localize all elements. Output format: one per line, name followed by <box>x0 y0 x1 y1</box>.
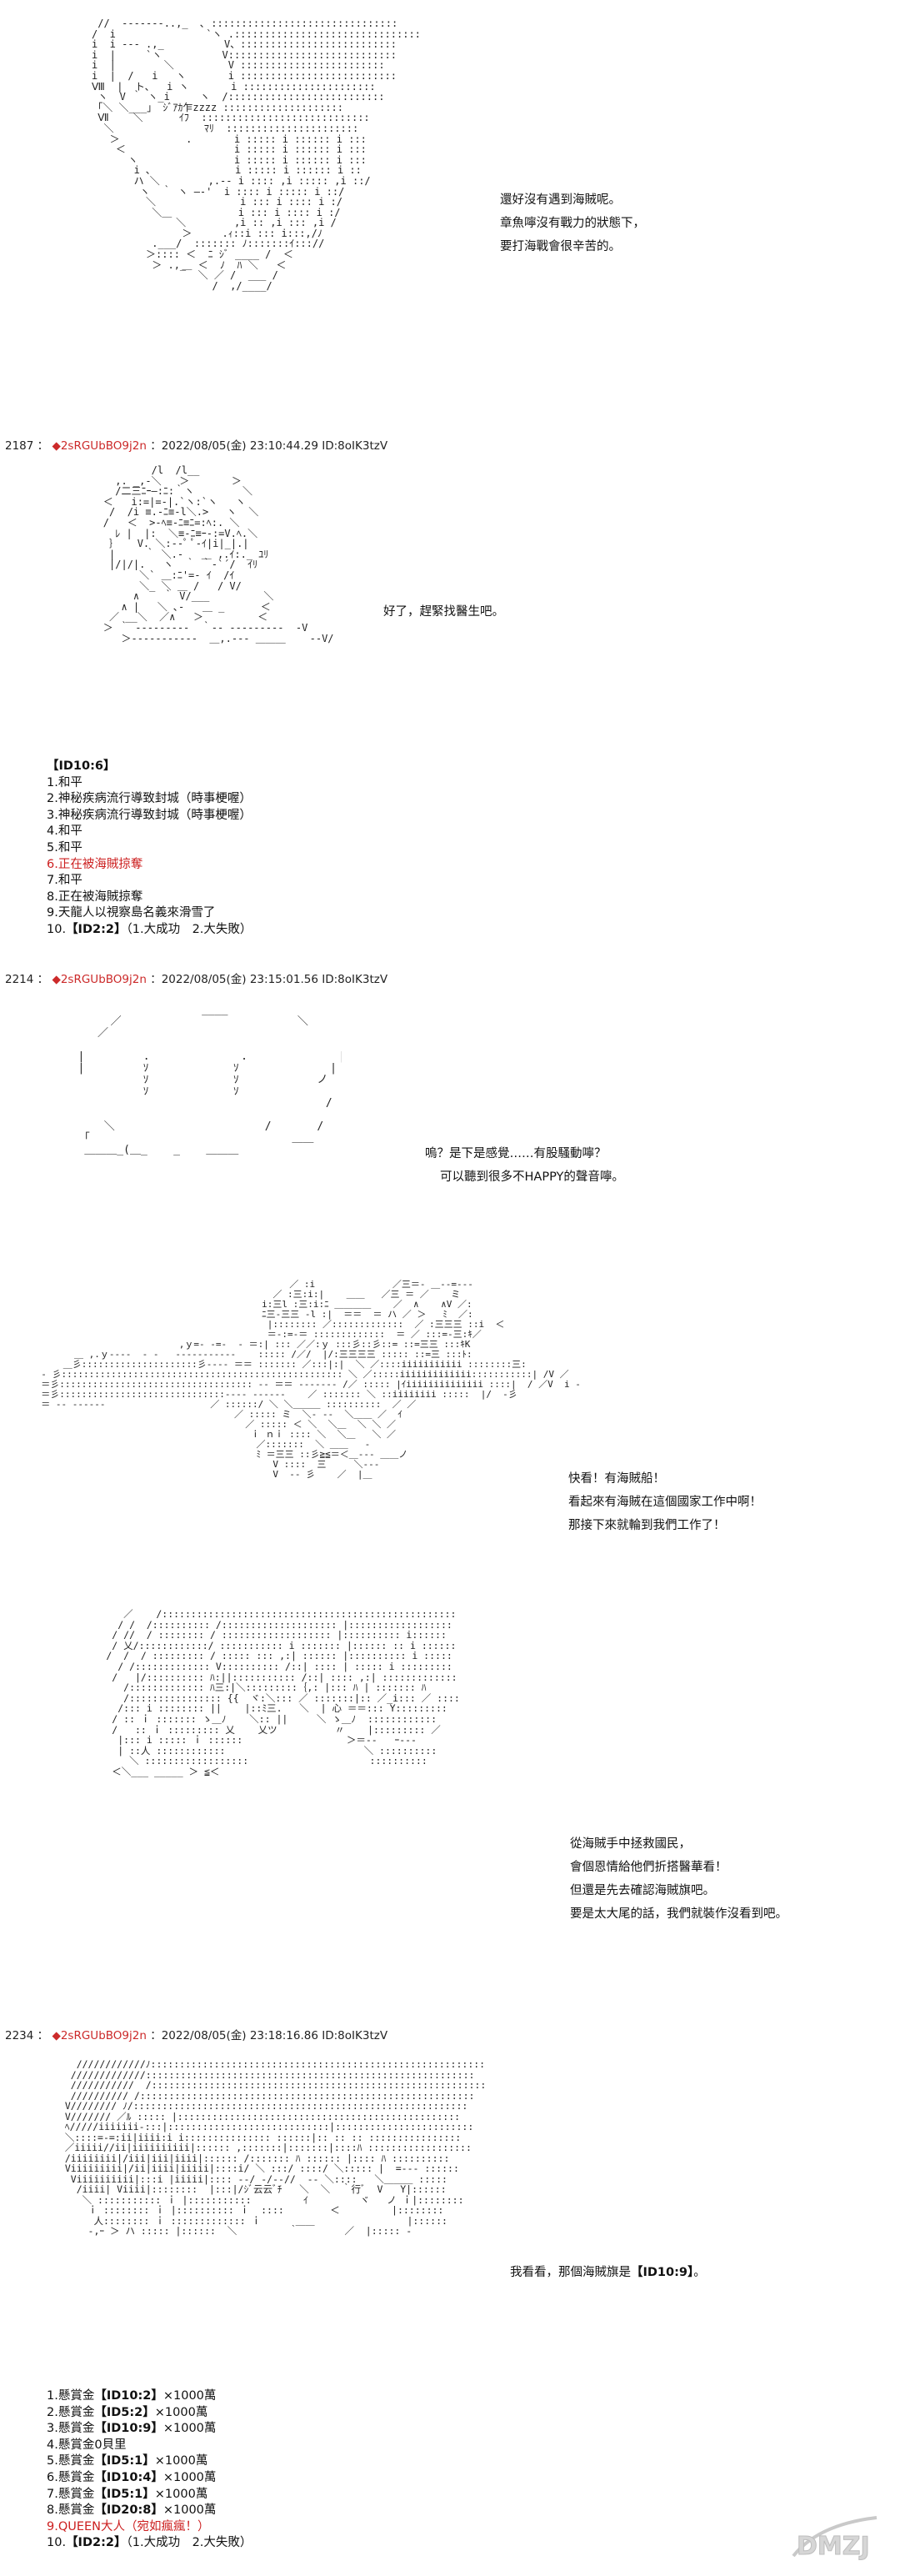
logo-icon: DMZJ <box>792 2516 878 2562</box>
list-item: 8.正在被海賊掠奪 <box>47 890 143 904</box>
dialogue-line: 要是太大尾的話，我們就裝作沒看到吧。 <box>570 1907 788 1921</box>
list-item: 8.懸賞金【ID20:8】×1000萬 <box>47 2503 217 2518</box>
ascii-art-girl-5: ／ /:::::::::::::::::::::::::::::::::::::… <box>106 1609 460 1777</box>
dialogue-box-5: 從海賊手中拯救國民， 會個恩情給他們折搭醫華看！ 但還是先去確認海賊旗吧。 要是… <box>570 1832 788 1926</box>
diamond-icon: ◆ <box>52 973 61 986</box>
list-item: 1.懸賞金【ID10:2】×1000萬 <box>47 2389 217 2403</box>
post-header: 2234 ： ◆2sRGUbBO9j2n ：2022/08/05(金) 23:1… <box>5 2029 388 2042</box>
dialogue-line: 那接下來就輪到我們工作了！ <box>568 1519 726 1532</box>
list-item: 7.懸賞金【ID5:1】×1000萬 <box>47 2487 208 2501</box>
dialogue-line: 章魚嚀沒有戰力的狀態下， <box>500 217 645 230</box>
list-item: 3.懸賞金【ID10:9】×1000萬 <box>47 2422 217 2436</box>
choice-list-2: 1.懸賞金【ID10:2】×1000萬 2.懸賞金【ID5:2】×1000萬 3… <box>47 2388 252 2552</box>
post-tripcode: 2sRGUbBO9j2n <box>60 439 147 453</box>
dialogue-box-2: 好了，趕緊找醫生吧。 <box>383 600 504 624</box>
diamond-icon: ◆ <box>52 439 61 453</box>
dialogue-line: 快看！有海賊船！ <box>568 1472 665 1486</box>
post-id: ID:8oIK3tzV <box>322 439 388 453</box>
list-item: 1.和平 <box>47 775 82 789</box>
list-item: 4.懸賞金0貝里 <box>47 2438 127 2452</box>
dialogue-line: 我看看，那個海賊旗是【ID10:9】。 <box>510 2266 706 2279</box>
list-item: 10.【ID2:2】（1.大成功 2.大失敗） <box>47 2536 252 2550</box>
post-tripcode: 2sRGUbBO9j2n <box>60 2029 147 2042</box>
list-item: 9.天龍人以視察島名義來滑雪了 <box>47 906 216 920</box>
choice-list-1: 【ID10:6】 1.和平 2.神秘疾病流行導致封城（時事梗喔） 3.神秘疾病流… <box>47 759 252 939</box>
dialogue-box-3: 嗚？是下是感覺……有股騷動嚀？ 可以聽到很多不HAPPY的聲音嚀。 <box>425 1142 624 1189</box>
post-date: 2022/08/05(金) 23:10:44.29 <box>161 439 318 453</box>
list-item: 5.懸賞金【ID5:1】×1000萬 <box>47 2454 208 2468</box>
dialogue-line: 嗚？是下是感覺……有股騷動嚀？ <box>425 1147 607 1160</box>
ascii-art-action-scene-4: ／ :i ／三＝‐ ＿‐‐=‐‐‐ ／ :三:i:| ＿＿ ／三 ＝ ／ ミ i… <box>41 1280 580 1480</box>
list-item: 5.和平 <box>47 840 82 854</box>
watermark-text: DMZJ <box>797 2532 870 2561</box>
post-date: 2022/08/05(金) 23:18:16.86 <box>161 2029 318 2042</box>
list-item-highlight: 6.正在被海賊掠奪 <box>47 857 143 871</box>
list-item: 2.神秘疾病流行導致封城（時事梗喔） <box>47 792 252 806</box>
ascii-art-character-6: ////////////ﾉ:::::::::::::::::::::::::::… <box>64 2059 487 2237</box>
dialogue-box-4: 快看！有海賊船！ 看起來有海賊在這個國家工作中啊！ 那接下來就輪到我們工作了！ <box>568 1467 762 1537</box>
post-tripcode: 2sRGUbBO9j2n <box>60 973 147 986</box>
watermark-logo: DMZJ <box>785 2508 885 2566</box>
post-header: 2214 ： ◆2sRGUbBO9j2n ：2022/08/05(金) 23:1… <box>5 973 388 986</box>
list-item: 4.和平 <box>47 824 82 839</box>
list-item: 2.懸賞金【ID5:2】×1000萬 <box>47 2405 208 2419</box>
post-id: ID:8oIK3tzV <box>322 2029 388 2042</box>
list-item: 10.【ID2:2】（1.大成功 2.大失敗） <box>47 922 252 936</box>
post-id: ID:8oIK3tzV <box>322 973 388 986</box>
diamond-icon: ◆ <box>52 2029 61 2042</box>
list-item: 7.和平 <box>47 874 82 888</box>
dialogue-box-6: 我看看，那個海賊旗是【ID10:9】。 <box>510 2261 706 2284</box>
post-number: 2234 <box>5 2029 34 2042</box>
post-number: 2187 <box>5 439 34 453</box>
list-item-highlight: 9.QUEEN大人（宛如瘋瘋！） <box>47 2519 210 2533</box>
post-date: 2022/08/05(金) 23:15:01.56 <box>161 973 318 986</box>
list-item: 3.神秘疾病流行導致封城（時事梗喔） <box>47 808 252 822</box>
dialogue-line: 好了，趕緊找醫生吧。 <box>383 605 504 619</box>
dialogue-line: 可以聽到很多不HAPPY的聲音嚀。 <box>440 1170 624 1184</box>
dialogue-line: 還好沒有遇到海賊呢。 <box>500 193 621 207</box>
dialogue-line: 從海賊手中拯救國民， <box>570 1837 691 1851</box>
dialogue-line: 會個恩情給他們折搭醫華看！ <box>570 1861 728 1874</box>
post-header: 2187 ： ◆2sRGUbBO9j2n ：2022/08/05(金) 23:1… <box>5 439 388 453</box>
dialogue-line: 要打海戰會很辛苦的。 <box>500 240 621 253</box>
dialogue-line: 看起來有海賊在這個國家工作中啊！ <box>568 1496 762 1509</box>
ascii-art-face-1: // ‐-‐‐-‐‐..,_ ､ :::::::::::::::::::::::… <box>92 18 421 292</box>
list-item: 6.懸賞金【ID10:4】×1000萬 <box>47 2470 217 2484</box>
ascii-art-simple-face-3: ____ ／ ＼ ／ ⌒ | | | . . | | | <box>78 1005 342 1156</box>
dialogue-line: 但還是先去確認海賊旗吧。 <box>570 1884 715 1897</box>
ascii-art-character-2: /l /l__ ,. _,-＼ ＞ ＞ /二三ﾆｰ―:ﾆ:｀ヽ ＼ ＜ i:=|… <box>102 465 334 644</box>
post-number: 2214 <box>5 973 34 986</box>
dialogue-box-1: 還好沒有遇到海賊呢。 章魚嚀沒有戰力的狀態下， 要打海戰會很辛苦的。 <box>500 188 645 258</box>
list-header: 【ID10:6】 <box>47 759 116 773</box>
